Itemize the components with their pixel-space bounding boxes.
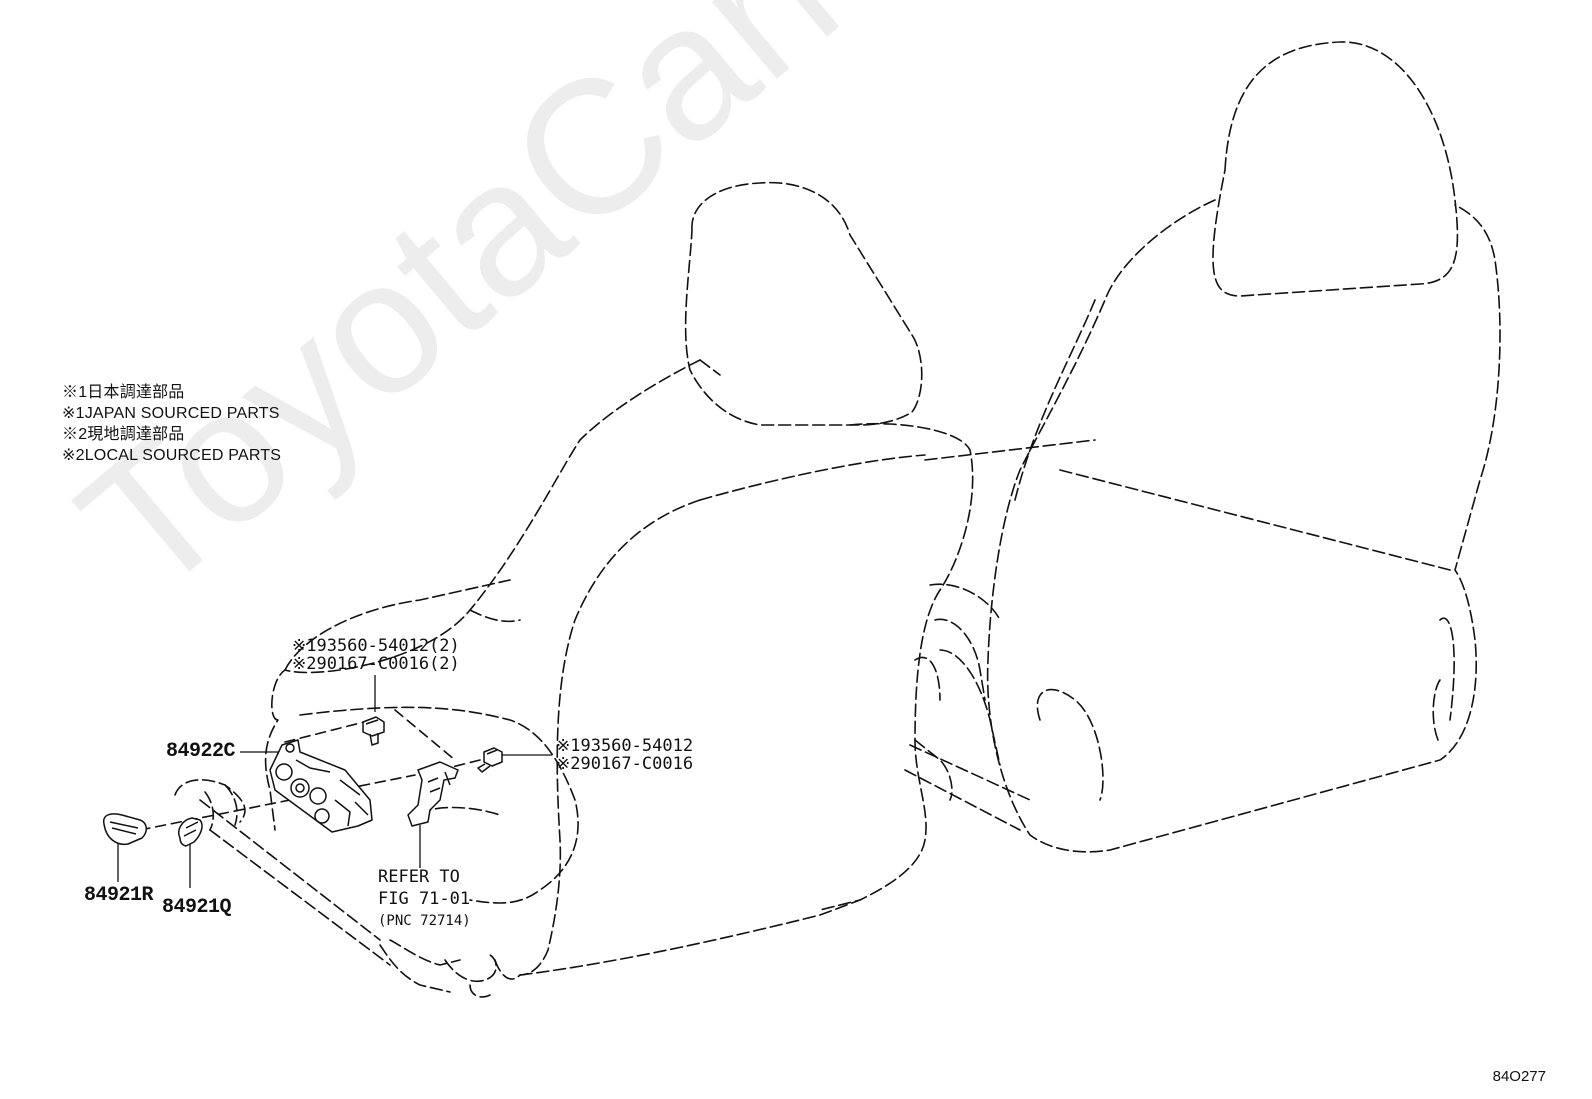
right-seat-outline: [904, 41, 1501, 853]
reference-line-1: REFER TO: [378, 867, 460, 887]
label-screw-right-2: ※290167-C0016: [556, 754, 694, 774]
screw-upper-icon: [362, 716, 385, 746]
label-84921q: 84921Q: [162, 896, 232, 919]
screw-right-icon: [477, 747, 503, 773]
reference-line-3: (PNC 72714): [378, 913, 471, 929]
knob-84921r-icon: [102, 813, 147, 846]
reference-line-2: FIG 71-01: [378, 889, 471, 909]
knob-84921q-icon: [178, 817, 203, 847]
bracket-icon: [407, 761, 459, 827]
label-84921r: 84921R: [84, 884, 154, 907]
figure-code: 84O277: [1492, 1068, 1546, 1085]
switch-assembly-84922c-icon: [269, 739, 373, 833]
legend-line-3: ※2現地調達部品: [62, 426, 185, 443]
legend-line-1: ※1日本調達部品: [62, 384, 185, 401]
reference-note: REFER TO FIG 71-01 (PNC 72714): [378, 866, 471, 932]
legend: ※1日本調達部品 ※1JAPAN SOURCED PARTS ※2現地調達部品 …: [62, 382, 281, 466]
legend-line-4: ※2LOCAL SOURCED PARTS: [62, 447, 282, 464]
label-screw-right-1: ※193560-54012: [556, 736, 694, 756]
label-screw-upper-2: ※290167-C0016(2): [292, 654, 460, 674]
left-seat-outline: [174, 181, 1096, 998]
label-84922c: 84922C: [166, 740, 236, 763]
legend-line-2: ※1JAPAN SOURCED PARTS: [62, 405, 280, 422]
label-screw-upper-1: ※193560-54012(2): [292, 636, 460, 656]
